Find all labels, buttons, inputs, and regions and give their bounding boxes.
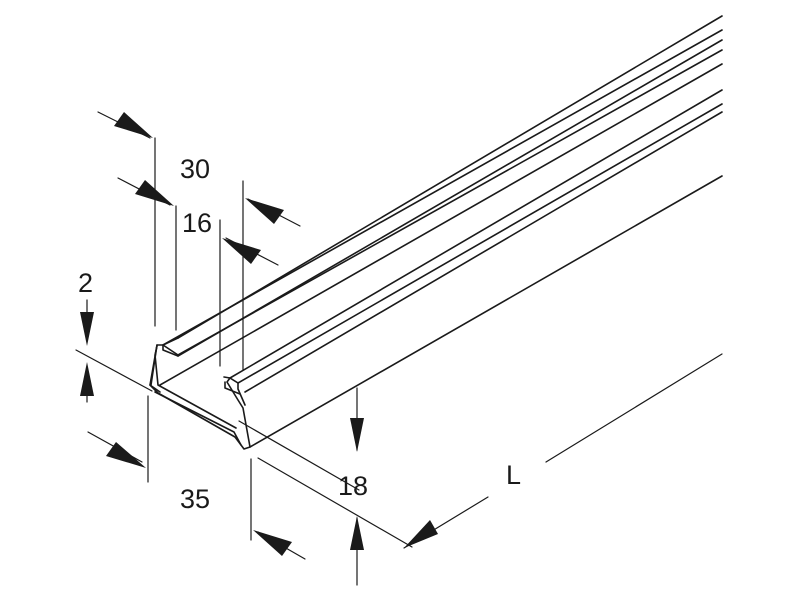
dim-label-top-width: 30 [180,154,211,184]
arrow-35-right [253,530,292,556]
dimension-arrowheads [80,112,438,556]
rail-length-edges [159,15,723,448]
arrow-18-bottom [350,516,364,550]
arrow-35-left [106,442,146,468]
arrow-2-top [80,312,94,346]
arrow-16-right [222,238,261,264]
arrow-16-left [135,180,174,206]
arrow-30-left [114,112,153,138]
dim-label-opening-width: 16 [182,208,213,238]
dim-label-thickness: 2 [78,268,94,298]
dim-label-length: L [506,460,522,490]
rail-cross-section [149,344,251,450]
arrow-18-top [350,418,364,452]
arrow-L-front [404,520,438,548]
dim-label-base-width: 35 [180,484,211,514]
dim-label-height: 18 [338,471,369,501]
extension-lines [75,137,413,548]
arrow-30-right [245,198,284,224]
arrow-2-bottom [80,362,94,396]
